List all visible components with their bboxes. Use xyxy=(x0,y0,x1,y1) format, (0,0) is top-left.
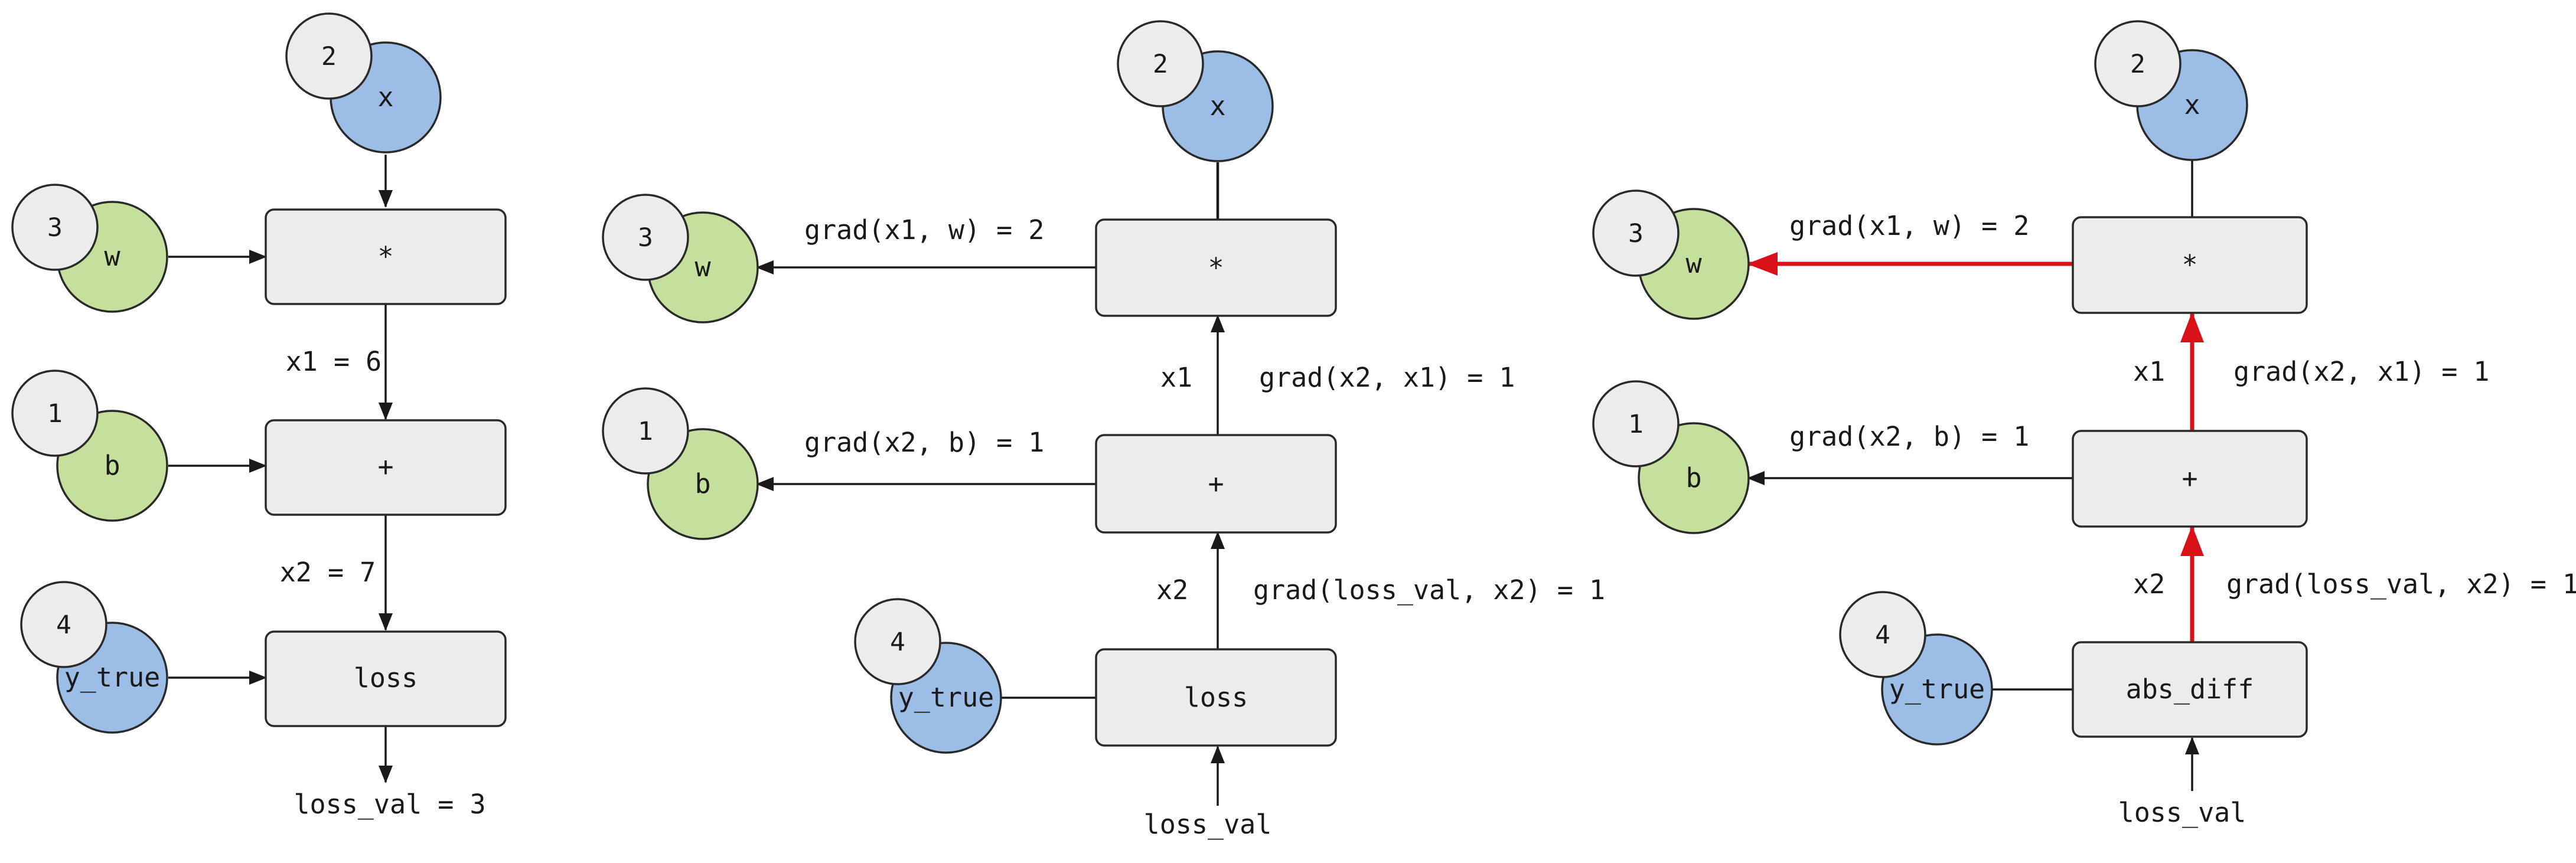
svg-text:loss: loss xyxy=(354,662,418,694)
svg-text:*: * xyxy=(2182,249,2197,280)
svg-text:+: + xyxy=(377,451,393,482)
label-grad-w: grad(x1, w) = 2 xyxy=(1789,210,2029,241)
label-x1: x1 xyxy=(1160,362,1192,393)
panel-backward-highlighted: * + abs_diff x 2 w 3 b 1 xyxy=(1592,20,2576,828)
node-w: w 3 xyxy=(11,184,168,313)
svg-text:2: 2 xyxy=(321,42,337,71)
svg-text:4: 4 xyxy=(1875,620,1890,650)
svg-text:y_true: y_true xyxy=(898,682,994,713)
node-b: b 1 xyxy=(11,370,168,522)
node-b: b 1 xyxy=(1592,380,1750,534)
svg-text:1: 1 xyxy=(1628,410,1644,439)
svg-text:4: 4 xyxy=(56,610,71,640)
svg-text:+: + xyxy=(2182,463,2197,494)
panel-backward: * + loss x 2 w 3 b 1 xyxy=(602,20,1605,840)
label-x2: x2 xyxy=(2133,568,2165,600)
label-grad-x1: grad(x2, x1) = 1 xyxy=(1259,362,1515,393)
op-add: + xyxy=(265,419,507,516)
panel-forward: * + loss x 2 w 3 b 1 xyxy=(11,12,507,820)
label-grad-x1: grad(x2, x1) = 1 xyxy=(2233,356,2489,387)
label-loss-val: loss_val xyxy=(1144,809,1272,840)
node-x: x 2 xyxy=(2094,20,2248,161)
svg-text:+: + xyxy=(1208,468,1224,499)
svg-text:1: 1 xyxy=(47,399,63,429)
node-y-true: y_true 4 xyxy=(854,598,1002,754)
label-loss-val: loss_val xyxy=(2118,797,2246,828)
svg-text:w: w xyxy=(1685,248,1702,279)
label-loss-val-value: loss_val = 3 xyxy=(294,789,485,820)
svg-text:1: 1 xyxy=(638,417,653,446)
node-y-true: y_true 4 xyxy=(1839,591,1993,746)
svg-text:x: x xyxy=(377,81,393,113)
svg-text:b: b xyxy=(104,450,120,481)
svg-text:3: 3 xyxy=(1628,219,1644,249)
svg-text:w: w xyxy=(104,241,120,272)
label-x2-value: x2 = 7 xyxy=(280,557,376,588)
label-x2: x2 xyxy=(1156,574,1188,606)
svg-text:3: 3 xyxy=(638,223,653,253)
svg-text:loss: loss xyxy=(1184,682,1248,713)
svg-text:2: 2 xyxy=(1153,50,1168,79)
op-loss: loss xyxy=(1095,648,1337,747)
op-mul: * xyxy=(265,208,507,305)
label-grad-x2: grad(loss_val, x2) = 1 xyxy=(1253,574,1605,606)
label-x1: x1 xyxy=(2133,356,2165,387)
op-loss: loss xyxy=(265,630,507,727)
node-w: w 3 xyxy=(602,194,759,323)
op-add: + xyxy=(2072,430,2308,528)
node-x: x 2 xyxy=(1117,20,1274,162)
svg-text:w: w xyxy=(694,251,711,283)
svg-text:x: x xyxy=(2184,89,2200,120)
svg-text:4: 4 xyxy=(890,627,905,657)
node-x: x 2 xyxy=(285,12,442,153)
svg-text:x: x xyxy=(1209,90,1225,122)
node-w: w 3 xyxy=(1592,189,1750,320)
label-grad-b: grad(x2, b) = 1 xyxy=(1789,421,2029,452)
label-grad-b: grad(x2, b) = 1 xyxy=(804,427,1044,458)
op-mul: * xyxy=(2072,216,2308,314)
label-grad-x2: grad(loss_val, x2) = 1 xyxy=(2226,568,2576,600)
label-grad-w: grad(x1, w) = 2 xyxy=(804,214,1044,246)
op-abs-diff: abs_diff xyxy=(2072,641,2308,738)
node-y-true: y_true 4 xyxy=(20,581,168,734)
svg-text:*: * xyxy=(377,241,393,272)
svg-text:3: 3 xyxy=(47,213,63,243)
svg-text:b: b xyxy=(1685,462,1701,493)
svg-text:y_true: y_true xyxy=(1889,674,1985,705)
op-mul: * xyxy=(1095,218,1337,317)
node-b: b 1 xyxy=(602,387,759,540)
svg-text:b: b xyxy=(694,468,710,499)
label-x1-value: x1 = 6 xyxy=(286,346,382,377)
svg-text:abs_diff: abs_diff xyxy=(2126,674,2254,705)
svg-text:y_true: y_true xyxy=(64,662,161,693)
svg-text:2: 2 xyxy=(2130,50,2145,79)
svg-text:*: * xyxy=(1208,252,1224,283)
op-add: + xyxy=(1095,434,1337,534)
